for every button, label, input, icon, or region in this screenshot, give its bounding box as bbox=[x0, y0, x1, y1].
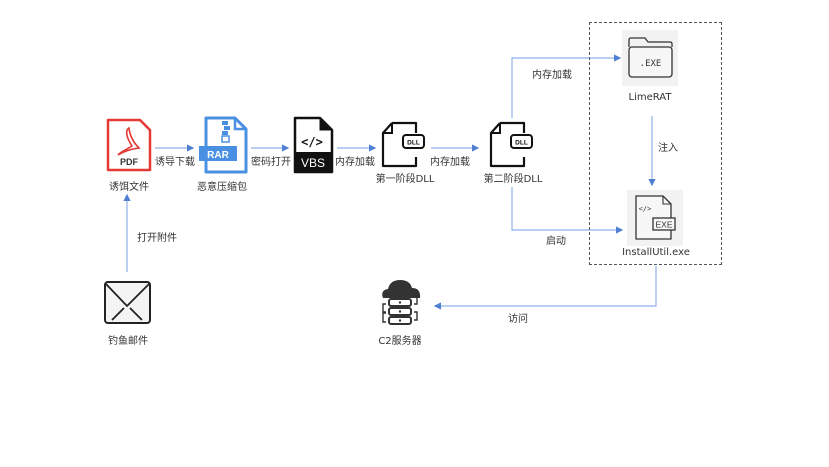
edge-label-inject: 注入 bbox=[658, 143, 678, 154]
node-label-pdf: 诱饵文件 bbox=[109, 182, 149, 193]
svg-text:DLL: DLL bbox=[515, 140, 528, 147]
rar-archive-icon: RAR bbox=[199, 116, 248, 174]
injection-boundary-box bbox=[589, 22, 722, 265]
exe-folder-icon: .EXE bbox=[622, 30, 678, 86]
envelope-icon bbox=[104, 281, 151, 324]
svg-text:</>: </> bbox=[639, 205, 652, 213]
edge-label-memory-load-3: 内存加载 bbox=[532, 70, 572, 81]
svg-text:</>: </> bbox=[301, 135, 323, 149]
edge-label-password-open: 密码打开 bbox=[251, 157, 291, 168]
svg-text:RAR: RAR bbox=[207, 150, 229, 161]
node-label-limerat: LimeRAT bbox=[628, 92, 672, 103]
edge-dll2-to-installutil bbox=[511, 187, 624, 234]
node-label-installutil: InstallUtil.exe bbox=[622, 247, 690, 258]
node-label-c2: C2服务器 bbox=[378, 336, 422, 347]
svg-text:DLL: DLL bbox=[407, 140, 420, 147]
edge-installutil-to-c2 bbox=[433, 266, 657, 310]
svg-text:PDF: PDF bbox=[120, 157, 139, 167]
node-label-mail: 钓鱼邮件 bbox=[108, 336, 148, 347]
vbs-script-icon: </> VBS bbox=[293, 116, 334, 174]
svg-text:EXE: EXE bbox=[655, 220, 672, 230]
dll-file-icon: DLL bbox=[381, 121, 425, 168]
svg-text:.EXE: .EXE bbox=[640, 59, 662, 69]
node-label-rar: 恶意压缩包 bbox=[197, 182, 247, 193]
dll-file-icon: DLL bbox=[489, 121, 533, 168]
edge-label-memory-load-2: 内存加载 bbox=[430, 157, 470, 168]
edge-label-memory-load-1: 内存加载 bbox=[335, 157, 375, 168]
pdf-file-icon: PDF bbox=[106, 118, 152, 172]
exe-file-icon: </> EXE bbox=[627, 190, 683, 246]
edge-label-lure-download: 诱导下载 bbox=[155, 157, 195, 168]
edge-label-open-attachment: 打开附件 bbox=[137, 233, 177, 244]
svg-text:VBS: VBS bbox=[301, 156, 325, 170]
edge-label-launch: 启动 bbox=[546, 236, 566, 247]
node-label-dll1: 第一阶段DLL bbox=[375, 174, 435, 185]
node-label-dll2: 第二阶段DLL bbox=[483, 174, 543, 185]
cloud-server-icon bbox=[382, 280, 421, 325]
edge-dll2-to-limerat bbox=[511, 54, 622, 118]
edge-label-access: 访问 bbox=[508, 314, 528, 325]
